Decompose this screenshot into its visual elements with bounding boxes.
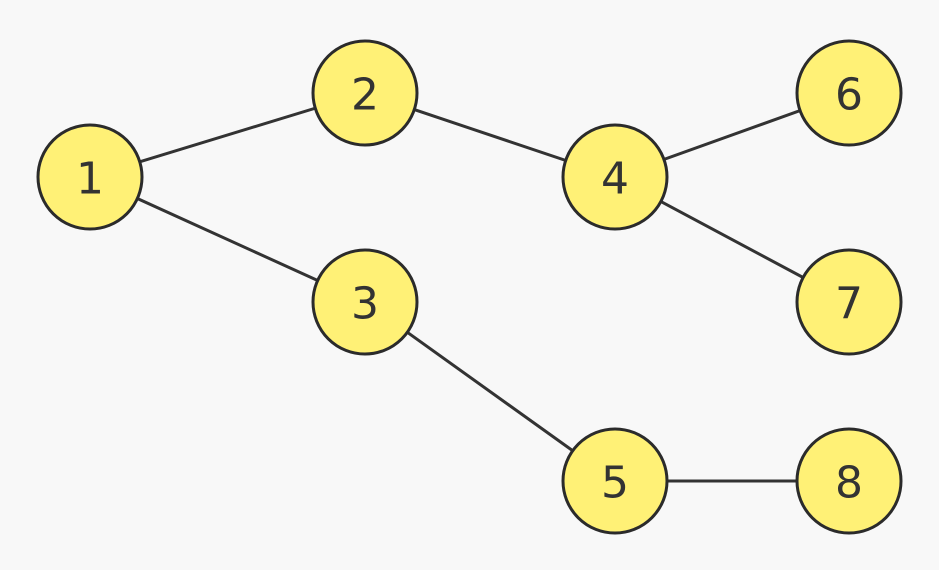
node-5: 5 xyxy=(561,427,669,535)
node-8: 8 xyxy=(795,427,903,535)
node-label: 1 xyxy=(76,154,104,205)
node-label: 7 xyxy=(835,279,863,330)
node-1: 1 xyxy=(36,123,144,231)
node-circle xyxy=(795,248,903,356)
node-2: 2 xyxy=(311,39,419,147)
node-label: 8 xyxy=(835,458,863,509)
node-circle xyxy=(311,39,419,147)
node-label: 3 xyxy=(351,279,379,330)
node-label: 2 xyxy=(351,70,379,121)
node-7: 7 xyxy=(795,248,903,356)
node-6: 6 xyxy=(795,39,903,147)
node-3: 3 xyxy=(311,248,419,356)
node-circle xyxy=(36,123,144,231)
node-circle xyxy=(561,123,669,231)
node-4: 4 xyxy=(561,123,669,231)
node-circle xyxy=(795,39,903,147)
node-label: 5 xyxy=(601,458,629,509)
node-label: 4 xyxy=(601,154,629,205)
node-circle xyxy=(795,427,903,535)
nodes-layer: 1 2 3 4 5 6 7 8 xyxy=(36,39,903,535)
node-circle xyxy=(311,248,419,356)
node-label: 6 xyxy=(835,70,863,121)
node-circle xyxy=(561,427,669,535)
edges-layer xyxy=(88,91,851,483)
